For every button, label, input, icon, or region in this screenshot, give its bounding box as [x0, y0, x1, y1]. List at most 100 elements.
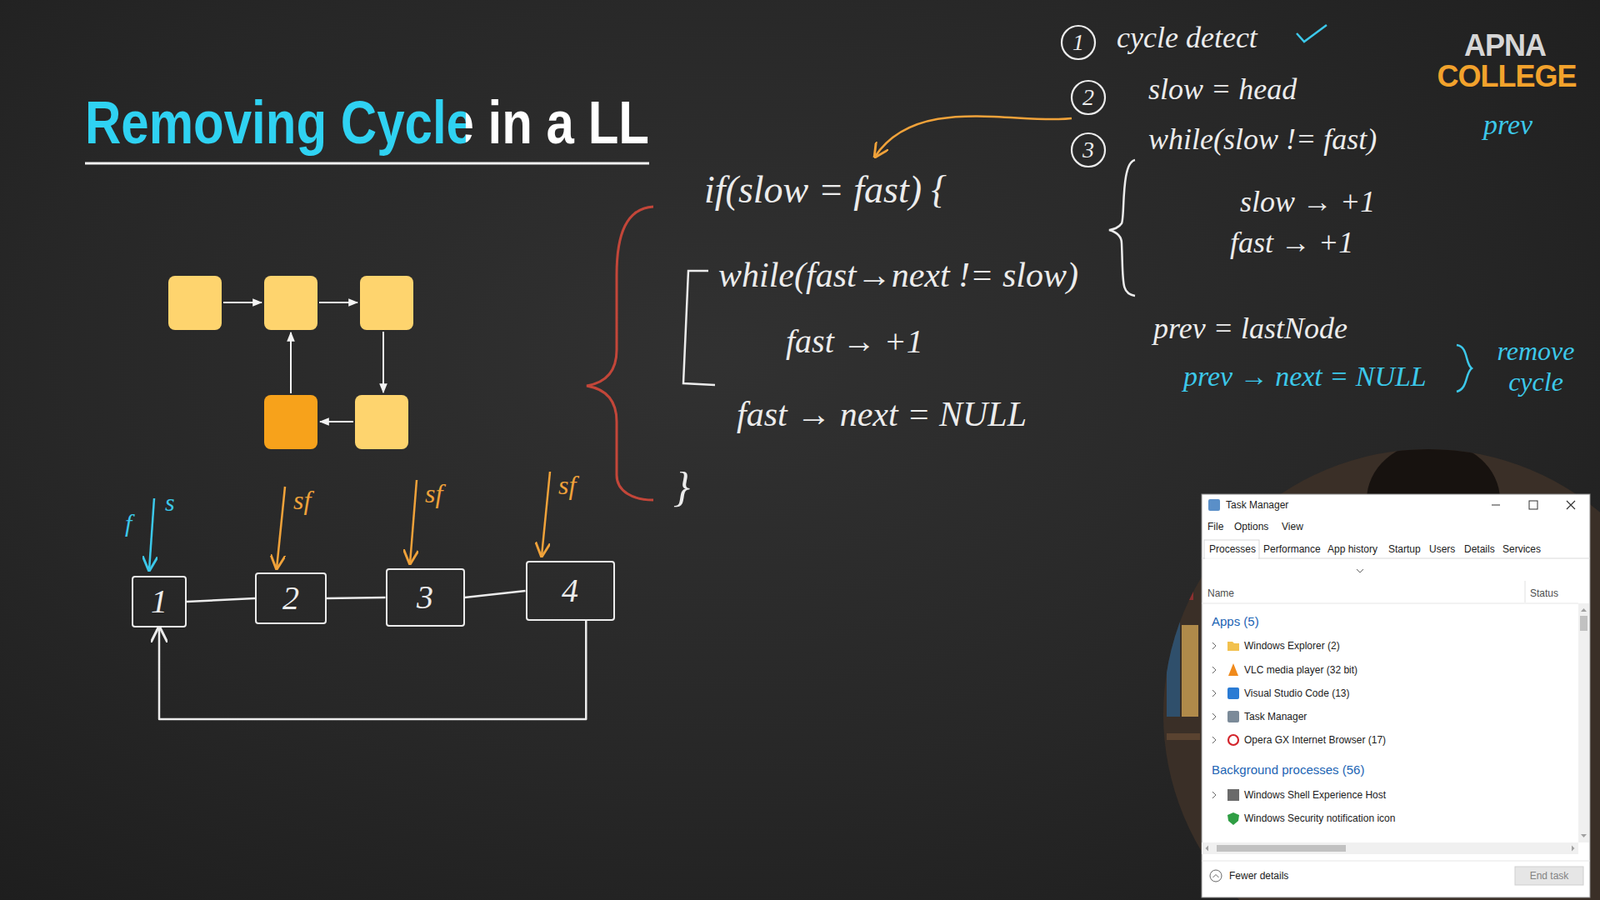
- list-link: [326, 597, 386, 599]
- taskmgr-icon: [1227, 710, 1240, 723]
- chalk-note: while(slow != fast): [1148, 122, 1377, 157]
- pointer-arrow: [276, 486, 285, 569]
- scrollbar: [1201, 842, 1579, 855]
- app-icon: [1208, 499, 1220, 511]
- webcam-background: [1158, 441, 1600, 900]
- process-name: Windows Security notification icon: [1244, 812, 1395, 825]
- task-manager-window: [1201, 494, 1590, 898]
- menu-item: Options: [1234, 520, 1269, 533]
- book-spine: [1181, 625, 1199, 717]
- chalk-note: prev → next = NULL: [1183, 360, 1427, 393]
- tab-rule: [1201, 558, 1590, 560]
- selected-tab: [1204, 540, 1260, 559]
- chalk-note: if(slow = fast) {: [704, 168, 947, 213]
- collapse-icon: [1210, 870, 1222, 882]
- group-header: Apps (5): [1211, 614, 1260, 630]
- process-name: Task Manager: [1244, 710, 1307, 723]
- title-underline: [85, 162, 650, 165]
- column-header: Name: [1207, 587, 1235, 600]
- callout-circle: [1071, 133, 1105, 167]
- callout-number: 1: [1072, 29, 1085, 56]
- callout-circle: [1071, 80, 1105, 115]
- maximize-button: [1529, 500, 1538, 510]
- menu-item: View: [1281, 520, 1304, 533]
- process-name: Visual Studio Code (13): [1244, 687, 1350, 700]
- scrollbar: [1578, 603, 1590, 843]
- opera-icon: [1228, 735, 1239, 745]
- chalk-note: cycle detect: [1116, 20, 1258, 55]
- chalk-note: fast → next = NULL: [736, 394, 1027, 435]
- chalk-note: remove cycle: [1481, 335, 1590, 398]
- footer-rule: [1201, 860, 1590, 862]
- header-rule: [1201, 603, 1579, 605]
- app-window: Task ManagerFileOptionsViewProcessesPerf…: [1201, 494, 1590, 898]
- window-frame: [1201, 494, 1590, 898]
- block-arrow: [290, 332, 292, 394]
- tab-label: Processes: [1209, 543, 1256, 555]
- book-spine: [1166, 616, 1180, 717]
- pointer-label: f: [125, 509, 132, 539]
- minimize-button: [1491, 505, 1500, 506]
- slide-title: Removing Cycle in a LL: [85, 90, 650, 156]
- callout-number: 2: [1082, 84, 1095, 111]
- end-task-button: [1515, 866, 1584, 885]
- webcam-view: [1158, 441, 1600, 900]
- window-title: Task Manager: [1225, 499, 1289, 511]
- vscode-icon: [1227, 687, 1240, 700]
- block-arrow: [223, 301, 262, 304]
- tab-label: Users: [1429, 543, 1455, 555]
- node-number: 1: [150, 582, 168, 621]
- column-header: Status: [1530, 587, 1559, 600]
- block-diagram: [168, 275, 414, 450]
- process-name: Windows Explorer (2): [1244, 640, 1340, 652]
- pointer-arrow: [149, 498, 155, 570]
- chalk-note: fast → +1: [785, 322, 924, 361]
- list-node: 2: [255, 572, 327, 625]
- menu-item: File: [1207, 520, 1224, 533]
- tab-label: Details: [1464, 543, 1495, 555]
- chalk-note: prev = lastNode: [1153, 311, 1348, 346]
- pointer-label: sf: [425, 478, 443, 510]
- scroll-thumb: [1580, 615, 1588, 631]
- chalk-note: slow → +1: [1240, 185, 1375, 220]
- book-spine: [1165, 500, 1180, 600]
- list-link: [465, 590, 526, 598]
- node-number: 4: [561, 571, 579, 610]
- scroll-arrow: [1580, 608, 1587, 612]
- list-link: [159, 620, 586, 720]
- pointer-label: sf: [558, 470, 576, 501]
- check-mark: [1296, 25, 1327, 42]
- pointer-label: s: [165, 488, 175, 518]
- logo-text: APNA: [1464, 28, 1546, 63]
- shelf: [1166, 733, 1200, 740]
- list-node: 4: [525, 560, 615, 621]
- process-name: Windows Shell Experience Host: [1244, 789, 1386, 801]
- scroll-thumb: [1216, 845, 1346, 852]
- curly-brace: [1109, 160, 1135, 296]
- tab-gap: [1205, 557, 1259, 560]
- tab-label: App history: [1327, 543, 1378, 555]
- callout-number: 3: [1082, 136, 1095, 164]
- chalk-note: slow = head: [1148, 72, 1297, 107]
- group-header: Background processes (56): [1211, 762, 1365, 778]
- logo-text: COLLEGE: [1436, 59, 1576, 94]
- shell-icon: [1227, 789, 1240, 801]
- list-block: [168, 275, 222, 330]
- vlc-icon: [1228, 663, 1239, 676]
- chalk-note: prev: [1483, 108, 1533, 141]
- tab-label: Startup: [1388, 543, 1421, 555]
- node-number: 3: [416, 578, 434, 617]
- node-number: 2: [282, 579, 300, 618]
- process-name: Opera GX Internet Browser (17): [1244, 734, 1386, 746]
- block-arrow: [382, 331, 385, 393]
- tab-label: Performance: [1263, 543, 1321, 555]
- block-arrow: [320, 420, 354, 423]
- list-node: 1: [131, 575, 187, 628]
- pointer-arrow: [541, 471, 550, 556]
- scroll-arrow: [1580, 834, 1587, 838]
- collapse-chevron: [1213, 875, 1220, 879]
- chalk-note: }: [673, 463, 690, 512]
- column-divider: [1525, 580, 1526, 603]
- list-link: [186, 598, 255, 602]
- tab-label: Services: [1502, 543, 1541, 555]
